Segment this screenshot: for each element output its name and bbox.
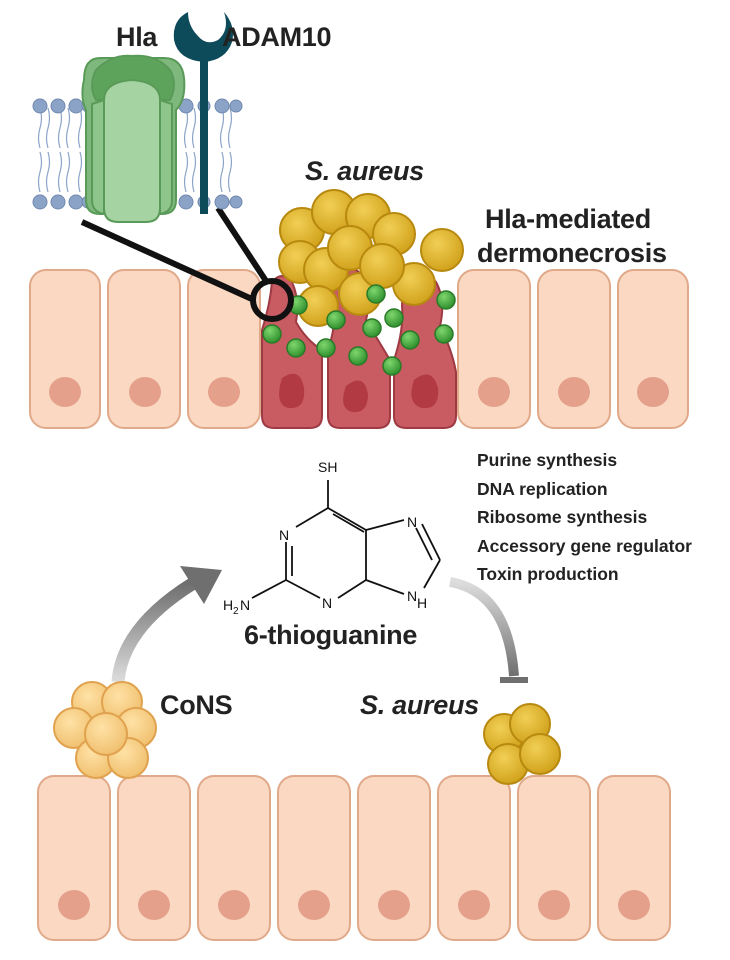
atom-amine-n: N (240, 597, 250, 613)
inhibited-process-item: Purine synthesis (477, 450, 618, 470)
inhibited-process-item: Ribosome synthesis (477, 507, 648, 527)
lipid-bilayer (37, 107, 233, 193)
healthy-cell (617, 269, 689, 429)
membrane-inset (32, 12, 243, 223)
healthy-cell (29, 269, 101, 429)
bottom-epithelium (37, 775, 671, 941)
zoom-connector (80, 206, 294, 322)
cons-label: CoNS (160, 690, 233, 720)
inhibits-arrow (448, 577, 528, 683)
adam10-receptor (173, 12, 233, 214)
healthy-cell (277, 775, 351, 941)
atom-n3: N (322, 595, 332, 611)
s-aureus-cluster-bottom (483, 703, 561, 785)
healthy-cell (197, 775, 271, 941)
hla-label: Hla (116, 22, 158, 52)
compound-label: 6-thioguanine (244, 620, 418, 650)
healthy-cell (537, 269, 611, 429)
s-aureus-cluster-top (278, 189, 464, 327)
thioguanine-atom-labels: SH N N N N H H 2 N (223, 459, 427, 617)
dermonecrosis-title-line1: Hla-mediated (485, 204, 651, 234)
dermonecrosis-title-line2: dermonecrosis (477, 238, 667, 268)
cons-cluster (53, 681, 157, 779)
inhibited-process-item: Accessory gene regulator (477, 535, 692, 556)
inhibited-process-item: DNA replication (477, 478, 608, 499)
atom-n9: N (407, 588, 417, 604)
adam10-label: ADAM10 (222, 22, 332, 52)
inhibited-processes-list: Purine synthesis DNA replication Ribosom… (477, 450, 692, 593)
atom-n7: N (407, 514, 417, 530)
inhibited-process-item: Toxin production (477, 564, 619, 584)
hla-pore-heptamer (81, 54, 186, 223)
s-aureus-label-bottom: S. aureus (360, 690, 479, 720)
healthy-cell (357, 775, 431, 941)
atom-amine-subscript: 2 (233, 606, 239, 617)
healthy-cell (437, 775, 511, 941)
healthy-cell (517, 775, 591, 941)
atom-sh: SH (318, 459, 337, 475)
healthy-cell (187, 269, 261, 429)
atom-n1: N (279, 527, 289, 543)
promotes-arrow (111, 566, 222, 683)
atom-n9-h: H (417, 595, 427, 611)
healthy-cell (107, 269, 181, 429)
zoom-circle (250, 278, 294, 322)
atom-amine-h: H (223, 597, 233, 613)
healthy-cell (117, 775, 191, 941)
healthy-cell (597, 775, 671, 941)
healthy-cell (457, 269, 531, 429)
thioguanine-structure (251, 480, 441, 599)
s-aureus-label-top: S. aureus (305, 156, 424, 186)
healthy-cell (37, 775, 111, 941)
